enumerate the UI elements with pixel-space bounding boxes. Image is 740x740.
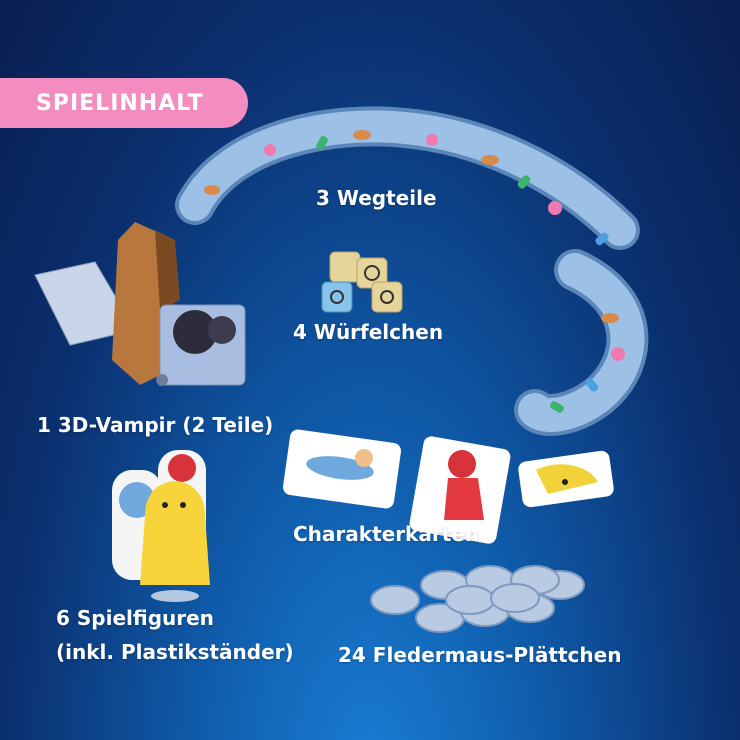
path-tiles-label: 3 Wegteile [316, 186, 437, 210]
candy-icon [204, 130, 625, 413]
path-tiles [175, 106, 649, 436]
character-cards-label: Charakterkarten [293, 522, 480, 546]
bat-tokens-label: 24 Fledermaus-Plättchen [338, 643, 622, 667]
vampire-figure [34, 222, 246, 386]
player-figures [112, 450, 210, 602]
vampire-label: 1 3D-Vampir (2 Teile) [37, 413, 274, 437]
figures-label-line1: 6 Spielfiguren [56, 606, 214, 630]
character-cards [282, 429, 614, 544]
dice-label: 4 Würfelchen [293, 320, 444, 344]
figures-label-line2: (inkl. Plastikständer) [56, 640, 294, 664]
bat-tokens [370, 565, 585, 633]
section-badge: SPIELINHALT [0, 78, 248, 128]
dice [321, 251, 403, 313]
